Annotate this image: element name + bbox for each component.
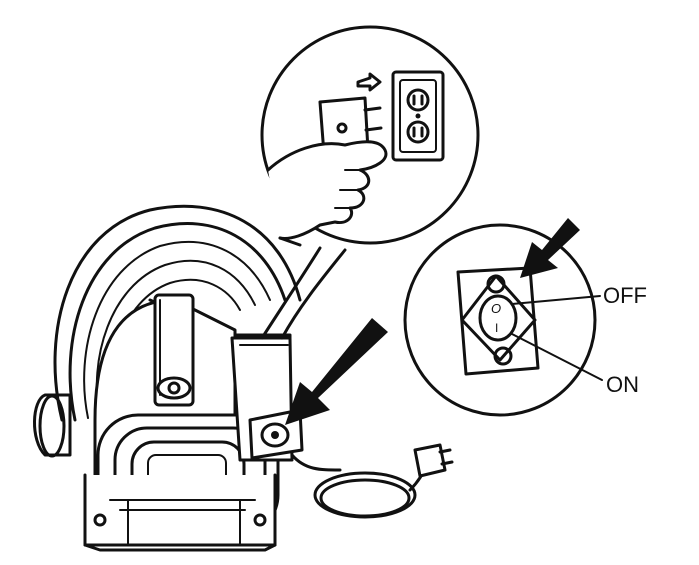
off-symbol: O: [491, 301, 501, 316]
wheel-guard: [33, 204, 302, 458]
insert-direction-icon: [356, 72, 382, 92]
callout-connector: [260, 246, 347, 340]
hand: [266, 140, 388, 247]
mount-hole-left: [93, 513, 107, 527]
on-label: ON: [606, 372, 639, 397]
plug-on-cord: [413, 443, 454, 478]
on-leader-line: [511, 333, 603, 381]
arrow-to-switch-icon: [285, 318, 388, 425]
grinder-base: [83, 473, 277, 552]
plug-callout: [260, 25, 480, 247]
switch-callout: O I: [403, 218, 603, 417]
off-leader-line: [511, 295, 601, 305]
side-panel: [230, 336, 304, 462]
off-label: OFF: [603, 283, 647, 308]
rocker-switch[interactable]: [478, 294, 518, 342]
switch-plate: O I: [456, 266, 540, 376]
grinder-plug: [318, 96, 383, 156]
power-cord: [290, 453, 430, 519]
wall-outlet: [391, 70, 445, 162]
bench-grinder: [33, 204, 454, 552]
arrow-to-rocker-icon: [520, 218, 580, 278]
tool-rest-handle: [153, 293, 195, 407]
on-symbol: I: [495, 321, 498, 335]
mount-hole-right: [253, 513, 267, 527]
